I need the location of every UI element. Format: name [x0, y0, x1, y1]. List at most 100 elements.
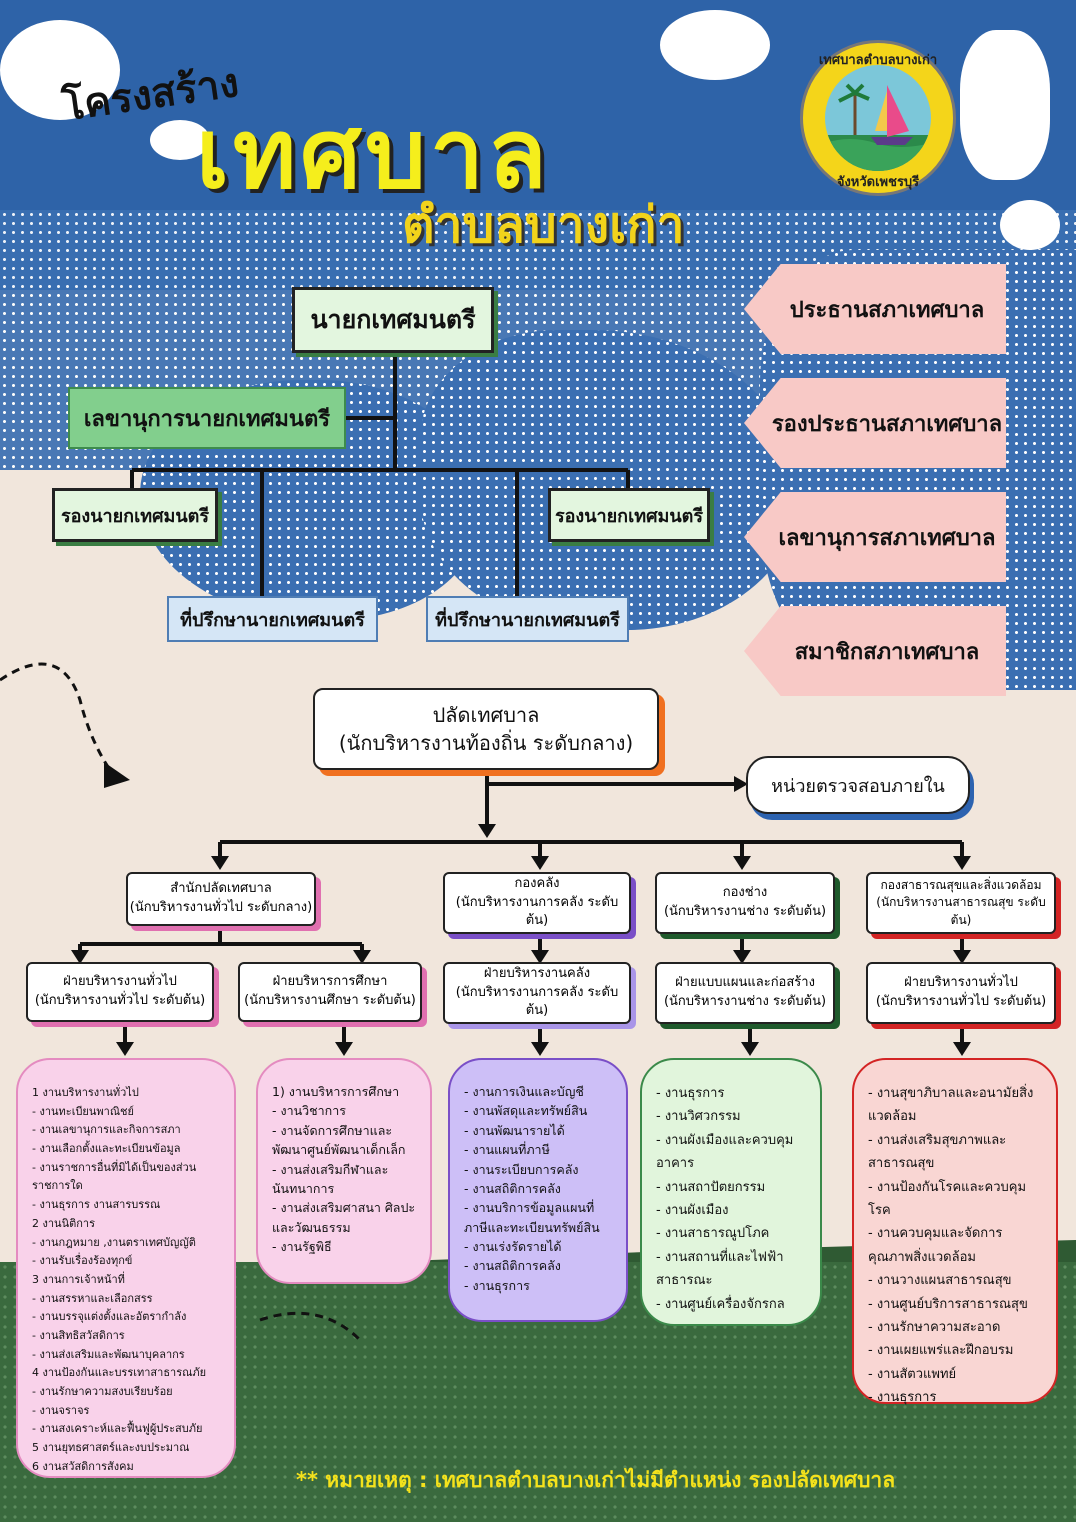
work-item: - งานส่งเสริมและพัฒนาบุคลากร: [32, 1347, 185, 1361]
division-title: สำนักปลัดเทศบาล: [170, 881, 272, 897]
division-title: กองสาธารณสุขและสิ่งแวดล้อม: [880, 877, 1042, 892]
section-subtitle: (นักบริหารงานศึกษา ระดับต้น): [244, 993, 416, 1008]
work-item: - งานบรรจุแต่งตั้งและอัตรากำลัง: [32, 1310, 187, 1324]
work-item: - งานบริการข้อมูลแผนที่ภาษีและทะเบียนทรั…: [464, 1200, 600, 1235]
work-item: - งานเลขานุการและกิจการสภา: [32, 1123, 181, 1137]
work-item: - งานสถาปัตยกรรม: [656, 1179, 766, 1195]
work-item: - งานควบคุมและจัดการคุณภาพสิ่งแวดล้อม: [868, 1226, 1003, 1265]
seal-text-top: เทศบาลตำบลบางเก่า: [818, 53, 938, 68]
council-members-arrow: สมาชิกสภาเทศบาล: [744, 606, 1006, 696]
work-list-public-health: - งานสุขาภิบาลและอนามัยสิ่งแวดล้อม - งานส…: [852, 1058, 1058, 1405]
section-subtitle: (นักบริหารงานทั่วไป ระดับต้น): [875, 994, 1047, 1009]
work-item: - งานทะเบียนพาณิชย์: [32, 1104, 134, 1118]
division-finance: กองคลัง (นักบริหารงานการคลัง ระดับต้น): [443, 872, 631, 934]
work-item: - งานพัสดุและทรัพย์สิน: [464, 1103, 588, 1119]
work-item: - งานสุขาภิบาลและอนามัยสิ่งแวดล้อม: [868, 1086, 1034, 1125]
section-health-general-admin: ฝ่ายบริหารงานทั่วไป (นักบริหารงานทั่วไป …: [866, 962, 1056, 1024]
work-item: - งานธุรการ: [464, 1277, 530, 1293]
seal-emblem-icon: [825, 65, 931, 171]
work-item: 2 งานนิติการ: [32, 1216, 95, 1230]
work-item: - งานรับเรื่องร้องทุกข์: [32, 1254, 133, 1268]
work-item: - งานสถิติการคลัง: [464, 1258, 561, 1274]
division-subtitle: (นักบริหารงานการคลัง ระดับต้น): [455, 894, 619, 929]
section-title: ฝ่ายแบบแผนและก่อสร้าง: [675, 975, 815, 991]
deputy-mayor-right-box: รองนายกเทศมนตรี: [548, 488, 710, 542]
background-blob: [420, 330, 800, 630]
mayor-box: นายกเทศมนตรี: [292, 287, 494, 353]
work-item: - งานส่งเสริมศาสนา ศิลปะและวัฒนธรรม: [272, 1200, 416, 1235]
section-title: ฝ่ายบริหารงานทั่วไป: [904, 975, 1018, 991]
work-item: - งานแผนที่ภาษี: [464, 1142, 550, 1158]
work-item: - งานการเงินและบัญชี: [464, 1084, 584, 1099]
municipality-seal: เทศบาลตำบลบางเก่า จังหวัดเพชรบุรี: [800, 40, 956, 196]
municipal-clerk-box: ปลัดเทศบาล (นักบริหารงานท้องถิ่น ระดับกล…: [313, 688, 659, 770]
work-item: - งานรัฐพิธี: [272, 1239, 332, 1254]
work-item: 4 งานป้องกันและบรรเทาสาธารณภัย: [32, 1366, 207, 1380]
work-item: - งานผังเมือง: [656, 1202, 729, 1218]
work-item: 5 งานยุทธศาสตร์และงบประมาณ: [32, 1441, 190, 1455]
internal-audit-box: หน่วยตรวจสอบภายใน: [746, 756, 970, 814]
mayor-advisor-left-box: ที่ปรึกษานายกเทศมนตรี: [167, 596, 378, 642]
division-subtitle: (นักบริหารงานช่าง ระดับต้น): [663, 904, 827, 919]
work-item: - งานส่งเสริมกีฬาและนันทนาการ: [272, 1161, 389, 1196]
work-item: - งานวิชาการ: [272, 1103, 346, 1119]
work-item: - งานศูนย์เครื่องจักรกล: [656, 1296, 785, 1312]
title-main: เทศบาล: [196, 98, 551, 210]
work-item: - งานสัตวแพทย์: [868, 1366, 957, 1382]
work-item: - งานพัฒนารายได้: [464, 1122, 565, 1138]
work-item: - งานเลือกตั้งและทะเบียนข้อมูล: [32, 1142, 181, 1156]
section-general-admin: ฝ่ายบริหารงานทั่วไป (นักบริหารงานทั่วไป …: [26, 962, 214, 1022]
section-design-construction: ฝ่ายแบบแผนและก่อสร้าง (นักบริหารงานช่าง …: [655, 962, 835, 1024]
work-list-engineering: - งานธุรการ- งานวิศวกรรม- งานผังเมืองและ…: [640, 1058, 822, 1326]
work-item: - งานสิทธิสวัสดิการ: [32, 1328, 125, 1342]
work-item: - งานเร่งรัดรายได้: [464, 1239, 562, 1254]
division-public-health: กองสาธารณสุขและสิ่งแวดล้อม (นักบริหารงาน…: [866, 872, 1056, 934]
work-item: - งานเผยแพร่และฝึกอบรม: [868, 1343, 1014, 1359]
footnote: ** หมายเหตุ : เทศบาลตำบลบางเก่าไม่มีตำแห…: [296, 1468, 896, 1492]
work-item: - งานสถิติการคลัง: [464, 1180, 561, 1196]
work-list-education: 1) งานบริหารการศึกษา- งานวิชาการ- งานจัด…: [256, 1058, 432, 1284]
section-finance-admin: ฝ่ายบริหารงานคลัง (นักบริหารงานการคลัง ร…: [443, 962, 631, 1024]
work-item: - งานวิศวกรรม: [656, 1109, 741, 1125]
division-subtitle: (นักบริหารงานทั่วไป ระดับกลาง): [129, 900, 313, 915]
section-title: ฝ่ายบริหารงานทั่วไป: [63, 974, 177, 990]
work-item: - งานธุรการ: [656, 1086, 725, 1101]
work-item: - งานสถานที่และไฟฟ้าสาธารณะ: [656, 1249, 784, 1289]
work-item: 3 งานการเจ้าหน้าที่: [32, 1272, 125, 1286]
work-item: 6 งานสวัสดิการสังคม: [32, 1459, 134, 1473]
work-item: - งานราชการอื่นที่มิได้เป็นของส่วนราชการ…: [32, 1160, 197, 1193]
section-subtitle: (นักบริหารงานการคลัง ระดับต้น): [455, 984, 619, 1019]
work-item: - งานธุรการ: [868, 1390, 937, 1406]
seal-text-bottom: จังหวัดเพชรบุรี: [836, 175, 920, 190]
mayor-advisor-right-box: ที่ปรึกษานายกเทศมนตรี: [426, 596, 629, 642]
work-item: - งานรักษาความสะอาด: [868, 1319, 1001, 1335]
section-subtitle: (นักบริหารงานทั่วไป ระดับต้น): [34, 993, 206, 1008]
work-item: - งานกฎหมาย ,งานตราเทศบัญญัติ: [32, 1235, 196, 1249]
work-item: - งานระเบียบการคลัง: [464, 1161, 579, 1177]
section-education-admin: ฝ่ายบริหารการศึกษา (นักบริหารงานศึกษา ระ…: [238, 962, 422, 1022]
paint-splash: [150, 120, 210, 160]
title-subtitle: ตำบลบางเก่า: [402, 196, 685, 254]
work-list-general-admin: 1 งานบริหารงานทั่วไป- งานทะเบียนพาณิชย์-…: [16, 1058, 236, 1478]
work-item: - งานรักษาความสงบเรียบร้อย: [32, 1385, 173, 1398]
work-item: - งานสรรหาและเลือกสรร: [32, 1291, 153, 1305]
work-item: - งานวางแผนสาธารณสุข: [868, 1273, 1012, 1289]
work-item: - งานป้องกันโรคและควบคุมโรค: [868, 1179, 1027, 1218]
division-title: กองช่าง: [722, 885, 768, 901]
council-vice-chair-arrow: รองประธานสภาเทศบาล: [744, 378, 1006, 468]
work-item: - งานส่งเสริมสุขภาพและสาธารณสุข: [868, 1132, 1007, 1172]
paint-splash: [1000, 200, 1060, 250]
work-item: - งานสงเคราะห์และฟื้นฟูผู้ประสบภัย: [32, 1422, 203, 1436]
deputy-mayor-left-box: รองนายกเทศมนตรี: [52, 488, 218, 542]
council-secretary-arrow: เลขานุการสภาเทศบาล: [744, 492, 1006, 582]
council-chair-arrow: ประธานสภาเทศบาล: [744, 264, 1006, 354]
section-title: ฝ่ายบริหารการศึกษา: [272, 974, 388, 990]
division-engineering: กองช่าง (นักบริหารงานช่าง ระดับต้น): [655, 872, 835, 934]
clerk-subtitle: (นักบริหารงานท้องถิ่น ระดับกลาง): [338, 731, 634, 755]
division-title: กองคลัง: [514, 875, 560, 891]
work-item: - งานจัดการศึกษาและพัฒนาศูนย์พัฒนาเด็กเล…: [272, 1122, 406, 1158]
clerk-title: ปลัดเทศบาล: [432, 703, 540, 727]
paint-splash: [960, 30, 1050, 180]
work-item: - งานศูนย์บริการสาธารณสุข: [868, 1296, 1028, 1312]
